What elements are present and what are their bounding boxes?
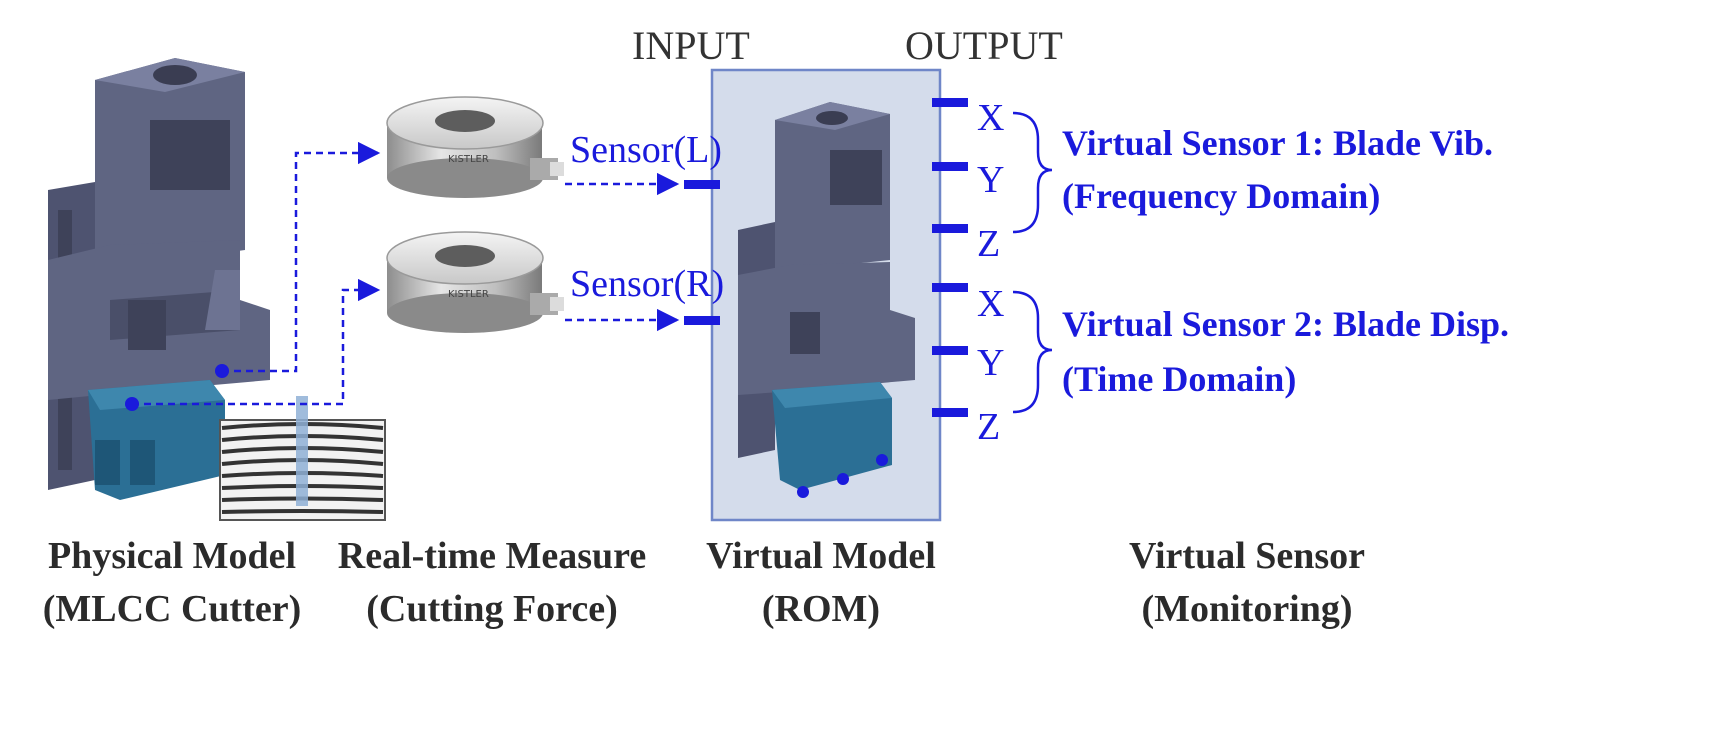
axis-label-z2: Z <box>977 406 1001 448</box>
virtual-sensor-1-domain: (Frequency Domain) <box>1062 176 1381 216</box>
output-port-x2 <box>932 283 968 292</box>
sensor-left-label: Sensor(L) <box>570 129 722 171</box>
caption-virtual-sensor: Virtual Sensor (Monitoring) <box>1077 530 1417 636</box>
signal-path-cutter-to-right-cell <box>132 278 381 406</box>
output-port-y2 <box>932 346 968 355</box>
axis-label-y1: Y <box>977 159 1005 201</box>
model-point-1 <box>797 486 809 498</box>
kistler-logo-right: KISTLER <box>448 289 489 300</box>
input-header: INPUT <box>632 23 750 68</box>
caption-real-time-measure-line1: Real-time Measure <box>337 535 647 577</box>
output-header: OUTPUT <box>905 23 1063 68</box>
sensor-right-label: Sensor(R) <box>570 263 725 305</box>
virtual-sensor-1-title: Virtual Sensor 1: Blade Vib. <box>1062 123 1494 163</box>
virtual-sensor-2-title: Virtual Sensor 2: Blade Disp. <box>1062 304 1510 344</box>
virtual-model-cutter <box>738 102 915 490</box>
output-port-z1 <box>932 224 968 233</box>
caption-physical-model: Physical Model (MLCC Cutter) <box>2 530 342 636</box>
load-cell-right: KISTLER <box>386 231 564 333</box>
caption-virtual-model: Virtual Model (ROM) <box>651 530 991 636</box>
brace-sensor-1 <box>1012 111 1053 234</box>
kistler-logo-left: KISTLER <box>448 154 489 165</box>
axis-label-z1: Z <box>977 223 1001 265</box>
input-port-right <box>684 316 720 325</box>
virtual-sensor-2-domain: (Time Domain) <box>1062 359 1297 399</box>
output-port-x1 <box>932 98 968 107</box>
caption-virtual-sensor-line1: Virtual Sensor <box>1128 535 1366 577</box>
caption-virtual-model-line2: (ROM) <box>761 588 881 631</box>
signal-path-cutter-to-left-cell <box>222 141 381 373</box>
caption-physical-model-line2: (MLCC Cutter) <box>42 588 302 631</box>
workpiece-slices <box>219 396 386 521</box>
output-port-z2 <box>932 408 968 417</box>
caption-virtual-sensor-line2: (Monitoring) <box>1141 588 1353 631</box>
brace-sensor-2 <box>1012 290 1053 414</box>
caption-real-time-measure: Real-time Measure (Cutting Force) <box>322 530 662 636</box>
axis-label-x1: X <box>977 97 1005 139</box>
load-cell-left: KISTLER <box>386 96 564 198</box>
axis-label-x2: X <box>977 283 1005 325</box>
model-point-2 <box>837 473 849 485</box>
model-point-3 <box>876 454 888 466</box>
caption-virtual-model-line1: Virtual Model <box>706 535 936 577</box>
caption-real-time-measure-line2: (Cutting Force) <box>366 588 618 631</box>
physical-model-cutter <box>48 58 270 500</box>
caption-physical-model-line1: Physical Model <box>47 535 297 577</box>
input-port-left <box>684 180 720 189</box>
output-port-y1 <box>932 162 968 171</box>
axis-label-y2: Y <box>977 342 1005 384</box>
